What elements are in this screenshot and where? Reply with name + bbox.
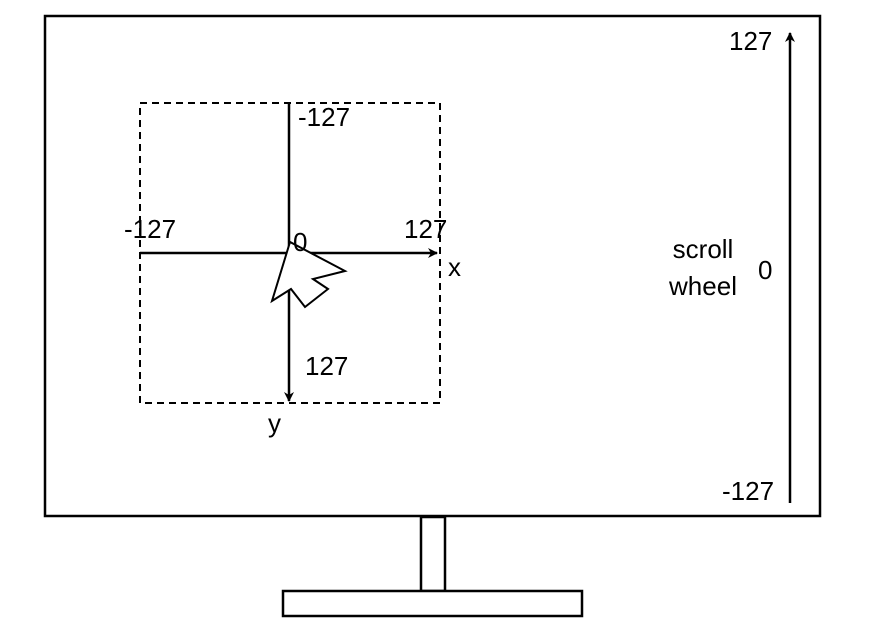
scroll-min-label: -127 xyxy=(722,476,774,506)
y-axis-min-label: -127 xyxy=(298,102,350,132)
origin-label: 0 xyxy=(293,227,307,257)
mouse-pointer-icon xyxy=(270,240,348,309)
x-axis-label: x xyxy=(448,252,461,282)
mouse-movement-plane: -127 -127 0 127 x 127 y xyxy=(124,102,461,438)
scroll-zero-label: 0 xyxy=(758,255,772,285)
x-axis-max-label: 127 xyxy=(404,214,447,244)
scroll-max-label: 127 xyxy=(729,26,772,56)
x-axis-min-label: -127 xyxy=(124,214,176,244)
monitor-stand-neck xyxy=(419,515,447,593)
monitor-screen xyxy=(43,14,822,518)
scroll-wheel-axis: 127 scroll wheel 0 -127 xyxy=(668,26,795,506)
monitor-stand-base xyxy=(281,589,584,618)
scroll-label-line2: wheel xyxy=(668,271,737,301)
monitor xyxy=(43,14,822,618)
y-axis-label: y xyxy=(268,408,281,438)
scroll-label-line1: scroll xyxy=(673,234,734,264)
y-axis-max-label: 127 xyxy=(305,351,348,381)
